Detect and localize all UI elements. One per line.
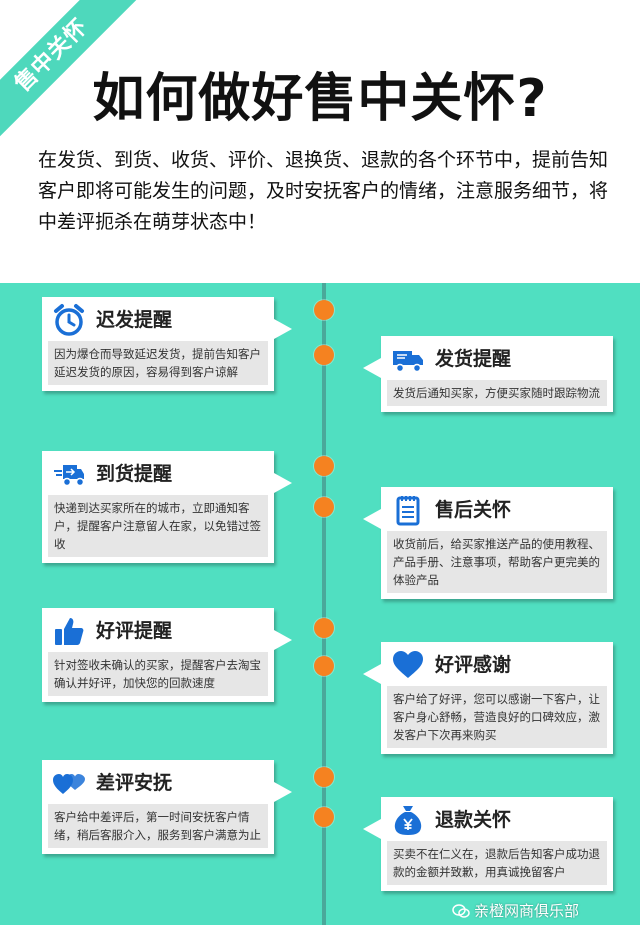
timeline-dot	[314, 618, 334, 638]
card-bad-review-appease: 差评安抚 客户给中差评后，第一时间安抚客户情绪，稍后客服介入，服务到客户满意为止	[42, 760, 292, 854]
card-title: 差评安抚	[96, 772, 173, 794]
watermark: 亲橙网商俱乐部	[452, 900, 579, 921]
card-arrival-notice: 到货提醒 快递到达买家所在的城市，立即通知客户，提醒客户注意留人在家，以免错过签…	[42, 451, 292, 563]
wechat-icon	[452, 904, 470, 918]
card-review-reminder: 好评提醒 针对签收未确认的买家，提醒客户去淘宝确认并好评，加快您的回款速度	[42, 608, 292, 702]
card-body: 针对签收未确认的买家，提醒客户去淘宝确认并好评，加快您的回款速度	[48, 652, 268, 696]
timeline-dot	[314, 656, 334, 676]
page-title: 如何做好售中关怀?	[92, 69, 548, 129]
card-title: 好评感谢	[435, 654, 512, 676]
heart-icon	[393, 651, 423, 678]
timeline-dot	[314, 456, 334, 476]
timeline-dot	[314, 497, 334, 517]
card-body: 发货后通知买家，方便买家随时跟踪物流	[387, 380, 607, 406]
card-title: 售后关怀	[435, 499, 512, 521]
watermark-text: 亲橙网商俱乐部	[474, 902, 580, 920]
card-title: 到货提醒	[96, 463, 173, 485]
card-title: 好评提醒	[96, 620, 173, 642]
thumbs-up-icon	[55, 618, 84, 645]
money-bag-icon	[394, 806, 422, 835]
timeline-dot	[314, 767, 334, 787]
notepad-icon	[396, 496, 420, 526]
timeline-dot	[314, 300, 334, 320]
intro-text: 在发货、到货、收货、评价、退换货、退款的各个环节中，提前告知客户即将可能发生的问…	[38, 149, 609, 233]
card-title: 退款关怀	[435, 809, 512, 831]
card-refund-care: 退款关怀 买卖不在仁义在，退款后告知客户成功退款的金额并致歉，用真诚挽留客户	[363, 797, 613, 891]
card-after-sale-care: 售后关怀 收货前后，给买家推送产品的使用教程、产品手册、注意事项，帮助客户更完美…	[363, 487, 613, 599]
card-shipment-notice: 发货提醒 发货后通知买家，方便买家随时跟踪物流	[363, 336, 613, 412]
card-body: 客户给中差评后，第一时间安抚客户情绪，稍后客服介入，服务到客户满意为止	[48, 804, 268, 848]
double-heart-icon	[53, 774, 85, 794]
card-body: 因为爆仓而导致延迟发货，提前告知客户延迟发货的原因，容易得到客户谅解	[48, 341, 268, 385]
card-body: 买卖不在仁义在，退款后告知客户成功退款的金额并致歉，用真诚挽留客户	[387, 841, 607, 885]
timeline-dot	[314, 807, 334, 827]
card-review-thanks: 好评感谢 客户给了好评，您可以感谢一下客户，让客户身心舒畅，营造良好的口碑效应，…	[363, 642, 613, 754]
card-title: 发货提醒	[435, 348, 512, 370]
delivery-truck-icon	[393, 351, 423, 373]
card-body: 客户给了好评，您可以感谢一下客户，让客户身心舒畅，营造良好的口碑效应，激发客户下…	[387, 686, 607, 748]
timeline-dot	[314, 345, 334, 365]
card-body: 快递到达买家所在的城市，立即通知客户，提醒客户注意留人在家，以免错过签收	[48, 495, 268, 557]
truck-arrival-icon	[54, 465, 85, 487]
alarm-clock-icon	[54, 304, 84, 336]
card-title: 迟发提醒	[96, 309, 173, 331]
timeline-line	[322, 283, 326, 925]
card-body: 收货前后，给买家推送产品的使用教程、产品手册、注意事项，帮助客户更完美的体验产品	[387, 531, 607, 593]
card-late-shipment: 迟发提醒 因为爆仓而导致延迟发货，提前告知客户延迟发货的原因，容易得到客户谅解	[42, 297, 292, 391]
